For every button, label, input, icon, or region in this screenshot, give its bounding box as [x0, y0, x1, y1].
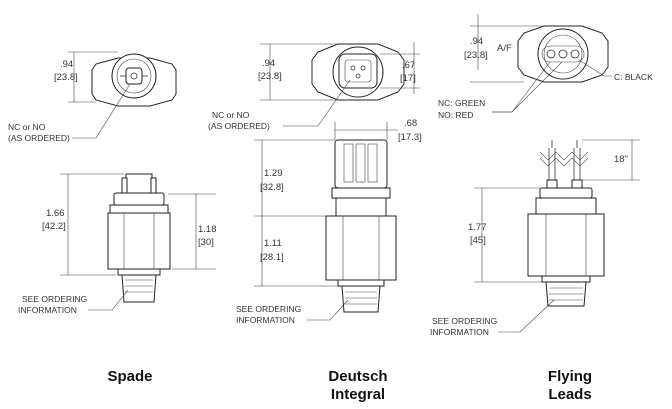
deutsch-upper-dim-in: 1.29	[264, 168, 283, 179]
deutsch-conn2-dim-mm: [17.3]	[398, 132, 422, 143]
caption-flying-line1: Flying	[548, 368, 592, 385]
caption-deutsch-line2: Integral	[331, 386, 385, 403]
deutsch-lower-dimension: 1.11 [28.1]	[254, 216, 338, 287]
spade-top-dim-in: .94	[60, 59, 73, 70]
spade-ordering-line1: SEE ORDERING	[22, 294, 87, 304]
deutsch-top-dimension: .94 [23.8]	[258, 43, 338, 101]
deutsch-lower-dim-in: 1.11	[264, 238, 282, 249]
deutsch-lower-dim-mm: [28.1]	[260, 252, 284, 263]
caption-spade: Spade	[107, 368, 152, 385]
flying-top-dim-mm: [23.8]	[464, 50, 488, 61]
spade-thread-dim-in: 1.18	[198, 224, 217, 235]
flying-height-dim-in: 1.77	[468, 222, 487, 233]
deutsch-width-dimension: .68 [17.3]	[334, 118, 422, 143]
flying-af-label: A/F	[497, 43, 512, 54]
deutsch-note-line1: NC or NO	[212, 110, 250, 120]
flying-lead-length: 18"	[614, 154, 628, 165]
flying-lead-dimension: 18"	[582, 139, 640, 181]
spade-contact-note: NC or NO (AS ORDERED)	[8, 83, 131, 143]
deutsch-conn-dim-in: .67	[402, 60, 415, 71]
flying-top-dim-in: .94	[470, 36, 483, 47]
deutsch-side-view	[325, 139, 397, 313]
flying-no-label: NO: RED	[438, 110, 473, 120]
spade-thread-dimension: 1.18 [30]	[168, 193, 217, 270]
flying-wire-labels: C: BLACK NC: GREEN NO: RED	[438, 59, 653, 120]
deutsch-contact-note: NC or NO (AS ORDERED)	[208, 79, 351, 131]
flying-height-dimension: 1.77 [45]	[468, 187, 542, 283]
flying-ordering-note: SEE ORDERING INFORMATION	[430, 299, 555, 337]
flying-top-view	[517, 25, 609, 83]
deutsch-conn2-dim-in: .68	[404, 118, 417, 129]
deutsch-top-view	[311, 43, 405, 101]
deutsch-upper-dimension: 1.29 [32.8]	[254, 139, 335, 217]
flying-ordering-line2: INFORMATION	[430, 327, 489, 337]
spade-ordering-note: SEE ORDERING INFORMATION	[18, 289, 129, 315]
spade-top-dim-mm: [23.8]	[54, 72, 78, 83]
flying-nc-label: NC: GREEN	[438, 98, 485, 108]
spade-thread-dim-mm: [30]	[198, 237, 214, 248]
deutsch-ordering-note: SEE ORDERING INFORMATION	[236, 299, 349, 325]
spade-top-view	[91, 53, 177, 107]
caption-flying-line2: Leads	[548, 386, 591, 403]
deutsch-top-dim-mm: [23.8]	[258, 71, 282, 82]
deutsch-ordering-line1: SEE ORDERING	[236, 304, 301, 314]
spade-ordering-line2: INFORMATION	[18, 305, 77, 315]
spade-top-dimension: .94 [23.8]	[54, 51, 118, 103]
spade-note-line2: (AS ORDERED)	[8, 133, 70, 143]
spade-height-dim-mm: [42.2]	[42, 221, 66, 232]
spade-height-dimension: 1.66 [42.2]	[42, 173, 124, 276]
flying-height-dim-mm: [45]	[470, 235, 486, 246]
spade-height-dim-in: 1.66	[46, 208, 65, 219]
deutsch-note-line2: (AS ORDERED)	[208, 121, 270, 131]
flying-top-dimension: .94 [23.8] A/F	[464, 14, 544, 83]
deutsch-upper-dim-mm: [32.8]	[260, 182, 284, 193]
flying-c-label: C: BLACK	[614, 72, 653, 82]
deutsch-connector-dimension: .67 [17]	[380, 42, 420, 94]
deutsch-ordering-line2: INFORMATION	[236, 315, 295, 325]
spade-side-view	[107, 173, 171, 303]
flying-leads-view	[539, 140, 589, 189]
deutsch-conn-dim-mm: [17]	[400, 73, 416, 84]
flying-side-view	[527, 187, 605, 307]
caption-deutsch-line1: Deutsch	[328, 368, 387, 385]
deutsch-top-dim-in: .94	[262, 58, 275, 69]
spade-note-line1: NC or NO	[8, 122, 46, 132]
flying-ordering-line1: SEE ORDERING	[432, 316, 497, 326]
